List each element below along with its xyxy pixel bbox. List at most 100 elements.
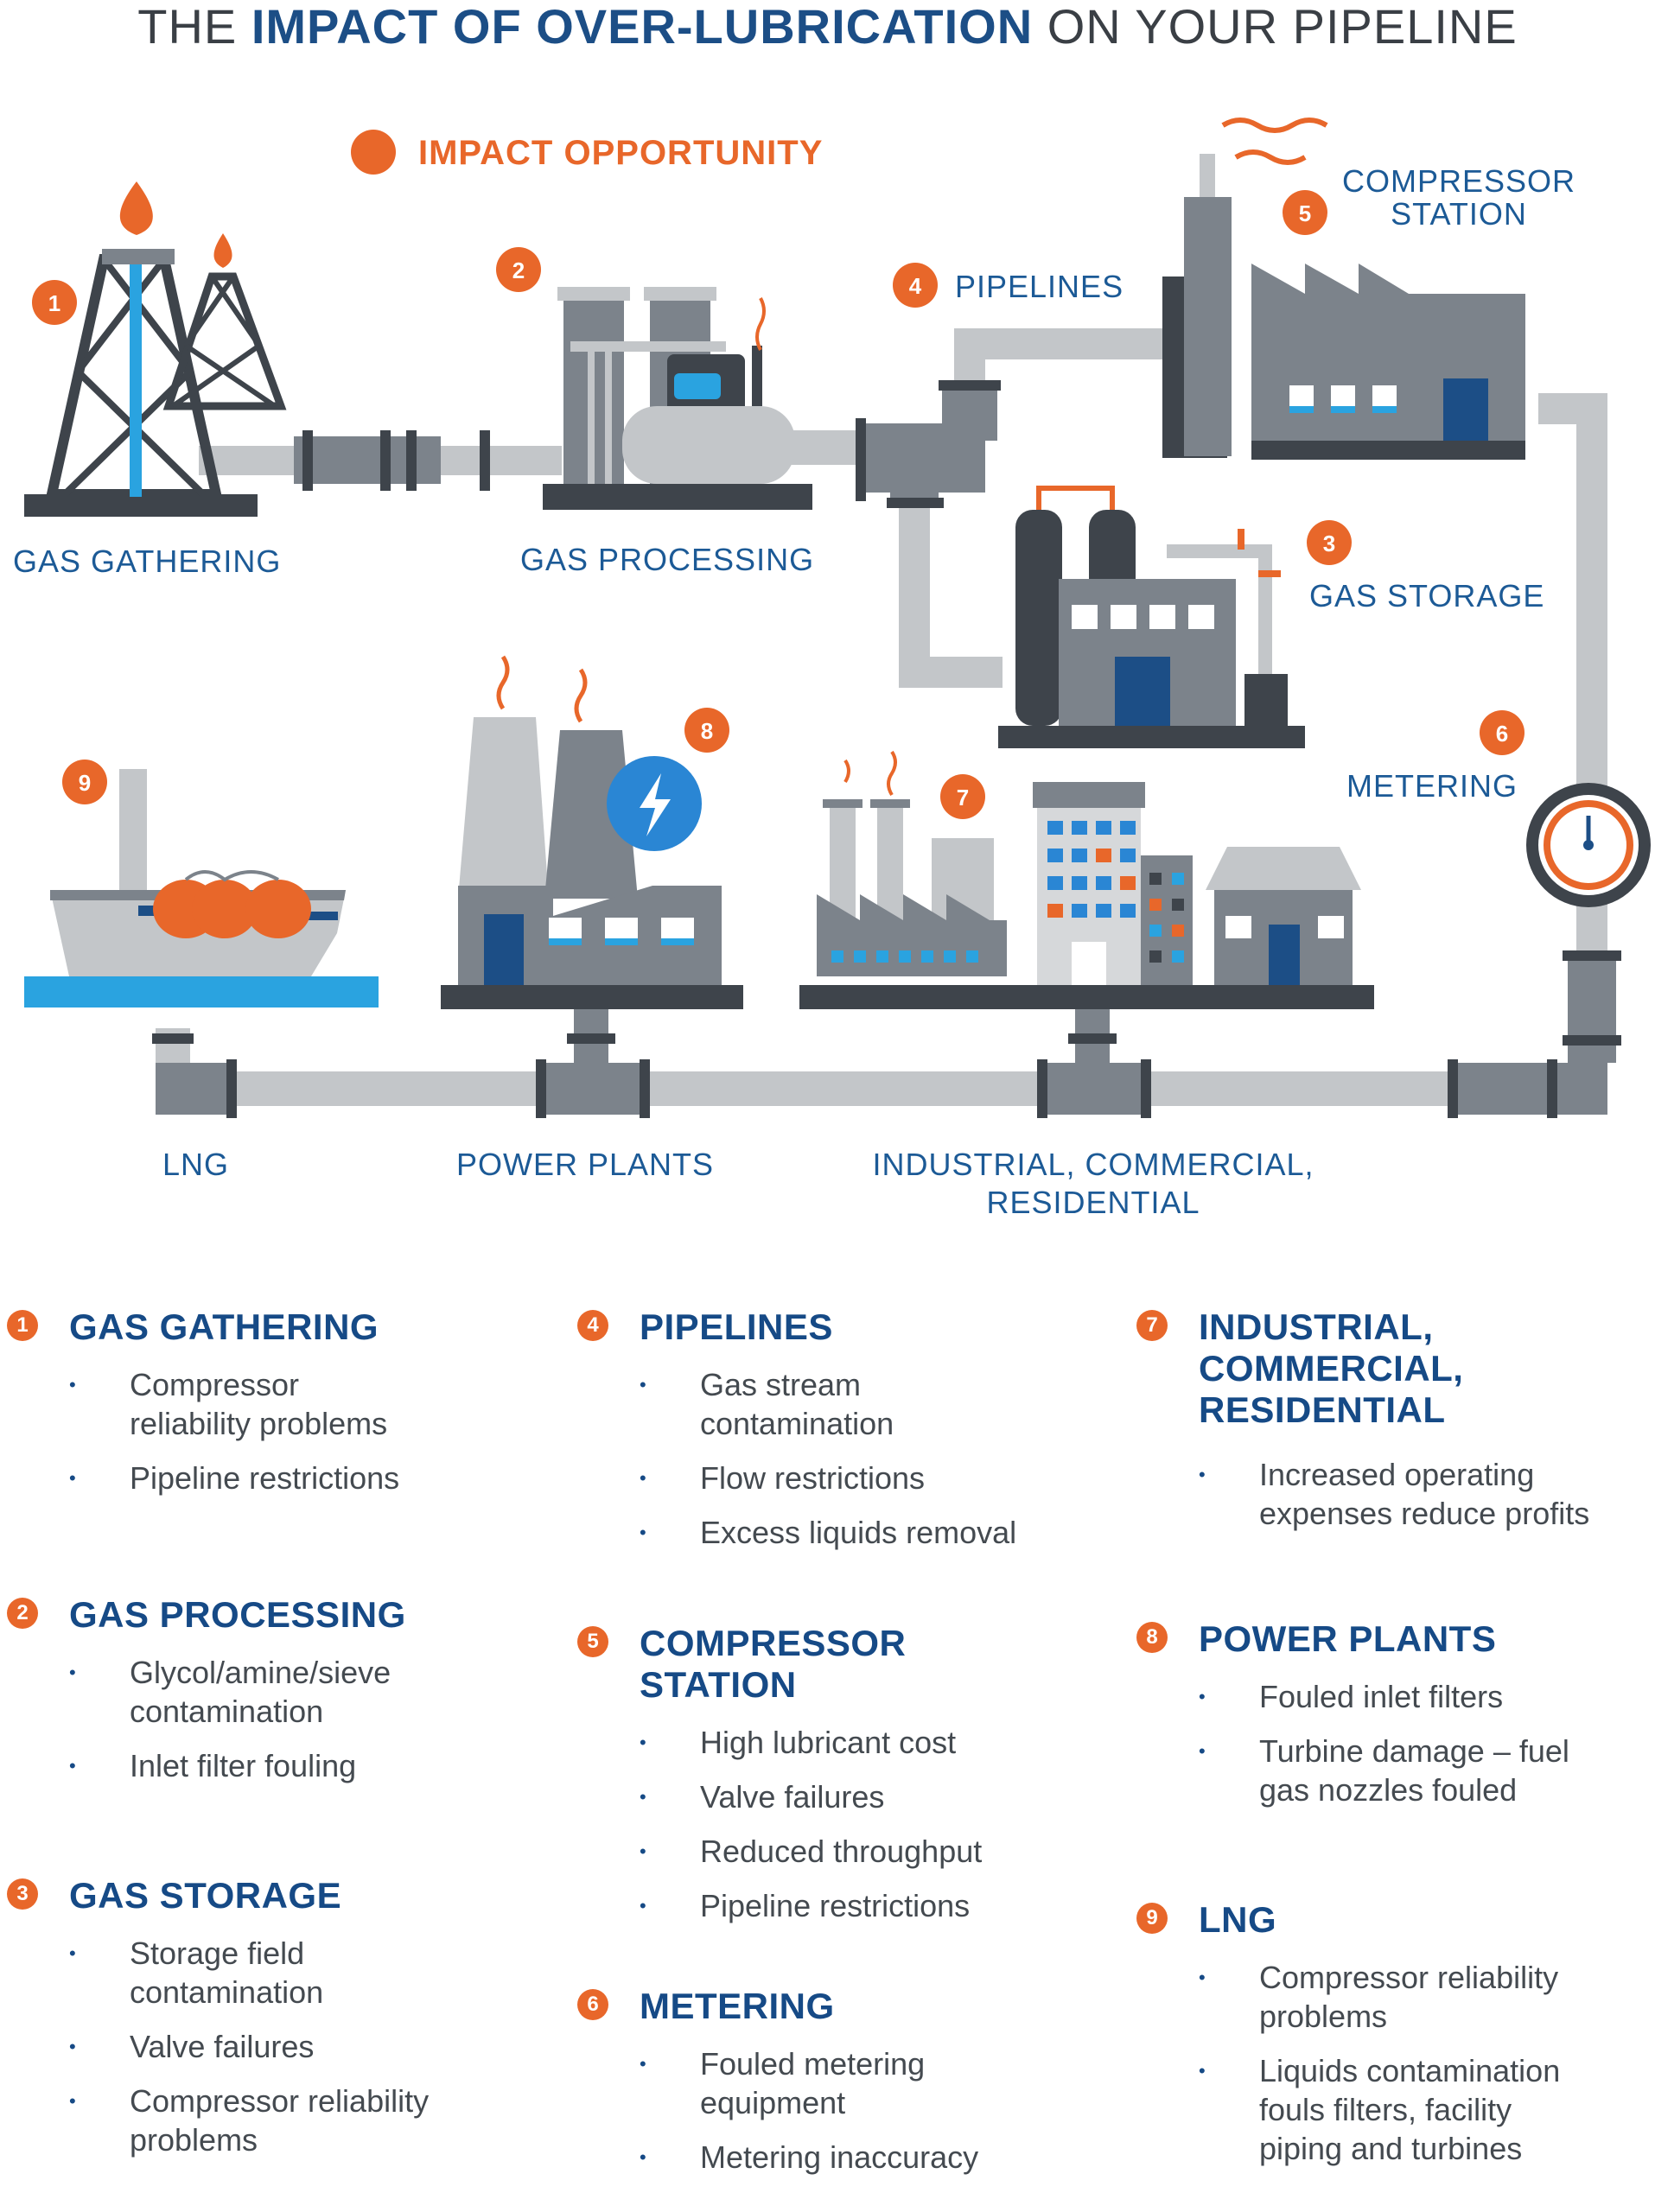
section-title-line: POWER PLANTS xyxy=(1199,1618,1497,1659)
section-title: LNG xyxy=(1199,1899,1276,1941)
label-lng: LNG xyxy=(162,1147,229,1182)
badge-5 xyxy=(1283,190,1327,235)
label-gas-gathering: GAS GATHERING xyxy=(13,543,281,579)
section-title-line: COMMERCIAL, xyxy=(1199,1348,1464,1389)
badge-1 xyxy=(32,280,77,325)
section-title-line: GAS PROCESSING xyxy=(69,1594,406,1635)
list-item-line: Valve failures xyxy=(700,1779,885,1815)
pipeline-diagram: IMPACT OPPORTUNITY xyxy=(13,118,1651,1220)
list-item-line: Storage field xyxy=(130,1936,305,1971)
page-title: THE IMPACT OF OVER-LUBRICATION ON YOUR P… xyxy=(0,0,1655,54)
list-item: Fouled inlet filters xyxy=(1136,1677,1646,1716)
label-industrial-line2: RESIDENTIAL xyxy=(986,1185,1200,1220)
list-item-line: High lubricant cost xyxy=(700,1725,957,1760)
list-item-line: contamination xyxy=(130,1974,324,2010)
list-item-line: equipment xyxy=(700,2085,846,2120)
section-title-line: GAS STORAGE xyxy=(69,1875,342,1916)
pipe-couplings xyxy=(152,380,1621,1118)
list-item-line: Metering inaccuracy xyxy=(700,2139,979,2175)
section-badge: 3 xyxy=(7,1878,38,1910)
label-industrial-line1: INDUSTRIAL, COMMERCIAL, xyxy=(872,1147,1314,1182)
legend-label: IMPACT OPPORTUNITY xyxy=(418,134,823,172)
section-title: GAS GATHERING xyxy=(69,1306,379,1348)
section-list: Gas stream contaminationFlow restrictions… xyxy=(577,1365,1087,1567)
label-power-plants: POWER PLANTS xyxy=(456,1147,714,1182)
svg-text:1: 1 xyxy=(48,290,60,316)
label-compressor-station-line2: STATION xyxy=(1391,196,1527,232)
list-item: Flow restrictions xyxy=(577,1459,1087,1497)
section-badge: 8 xyxy=(1136,1622,1168,1653)
section-badge: 7 xyxy=(1136,1310,1168,1341)
list-item-line: Liquids contamination xyxy=(1259,2053,1561,2088)
list-item-line: fouls filters, facility xyxy=(1259,2092,1512,2127)
list-item: Increased operating expenses reduce profi… xyxy=(1136,1455,1646,1533)
list-item-line: Compressor reliability xyxy=(130,2083,430,2119)
list-item-line: Flow restrictions xyxy=(700,1460,926,1496)
list-item: Compressor reliability problems xyxy=(7,1365,517,1443)
metering-gauge-icon xyxy=(1526,783,1651,907)
list-item-line: expenses reduce profits xyxy=(1259,1496,1590,1531)
badge-6 xyxy=(1480,710,1525,755)
section-title: POWER PLANTS xyxy=(1199,1618,1496,1660)
list-item-line: contamination xyxy=(700,1406,894,1441)
section-list: Fouled meteringequipmentMetering inaccur… xyxy=(577,2044,1087,2192)
industrial-city-icon xyxy=(799,750,1374,1009)
list-item-line: Turbine damage – fuel xyxy=(1259,1733,1569,1769)
section-badge: 2 xyxy=(7,1598,38,1629)
label-metering: METERING xyxy=(1346,768,1518,804)
section-title-line: PIPELINES xyxy=(640,1306,833,1347)
list-item-line: piping and turbines xyxy=(1259,2131,1523,2166)
list-item-line: Compressor xyxy=(130,1367,300,1402)
list-item-line: Glycol/amine/sieve xyxy=(130,1655,391,1690)
list-item: High lubricant cost xyxy=(577,1723,1087,1762)
section-title-line: STATION xyxy=(640,1664,797,1705)
section-title: GAS STORAGE xyxy=(69,1875,341,1916)
svg-text:4: 4 xyxy=(909,273,922,299)
section-title: PIPELINES xyxy=(640,1306,833,1348)
title-emphasis: IMPACT OF OVER-LUBRICATION xyxy=(251,0,1034,54)
badge-2 xyxy=(496,247,541,292)
section-title-line: COMPRESSOR xyxy=(640,1623,907,1663)
svg-text:9: 9 xyxy=(79,770,91,796)
section-badge: 5 xyxy=(577,1626,608,1657)
section-list: High lubricant costValve failuresReduced… xyxy=(577,1723,1087,1941)
list-item: Valve failures xyxy=(7,2027,517,2066)
section-title-line: METERING xyxy=(640,1986,835,2026)
svg-text:3: 3 xyxy=(1323,531,1335,556)
list-item: Excess liquids removal xyxy=(577,1513,1087,1552)
section-list: Compressor reliabilityproblemsLiquids co… xyxy=(1136,1958,1646,2183)
label-gas-storage: GAS STORAGE xyxy=(1309,578,1544,613)
section-badge: 6 xyxy=(577,1989,608,2020)
list-item-line: Pipeline restrictions xyxy=(130,1460,400,1496)
section-badge: 1 xyxy=(7,1310,38,1341)
badge-3 xyxy=(1307,520,1352,565)
list-item-line: Gas stream xyxy=(700,1367,862,1402)
list-item-line: Increased operating xyxy=(1259,1457,1535,1492)
badge-7 xyxy=(940,774,985,819)
label-gas-processing: GAS PROCESSING xyxy=(520,542,814,577)
label-pipelines: PIPELINES xyxy=(955,269,1123,304)
list-item: Liquids contamination fouls filters, faci… xyxy=(1136,2051,1646,2168)
svg-text:7: 7 xyxy=(957,785,969,810)
list-item: Pipeline restrictions xyxy=(7,1459,517,1497)
section-list: Increased operating expenses reduce profi… xyxy=(1136,1455,1646,1548)
list-item-line: Inlet filter fouling xyxy=(130,1748,357,1783)
compressor-station-icon xyxy=(1162,118,1525,460)
list-item: Valve failures xyxy=(577,1777,1087,1816)
section-title: INDUSTRIAL,COMMERCIAL,RESIDENTIAL xyxy=(1199,1306,1463,1431)
list-item: Gas stream contamination xyxy=(577,1365,1087,1443)
list-item: Reduced throughput xyxy=(577,1832,1087,1871)
list-item-line: contamination xyxy=(130,1694,324,1729)
power-plant-icon xyxy=(441,655,743,1009)
list-item: Pipeline restrictions xyxy=(577,1886,1087,1925)
list-item-line: problems xyxy=(130,2122,258,2158)
section-title-line: LNG xyxy=(1199,1899,1277,1940)
list-item-line: reliability problems xyxy=(130,1406,388,1441)
list-item-line: Fouled inlet filters xyxy=(1259,1679,1504,1714)
badge-4 xyxy=(893,263,938,308)
